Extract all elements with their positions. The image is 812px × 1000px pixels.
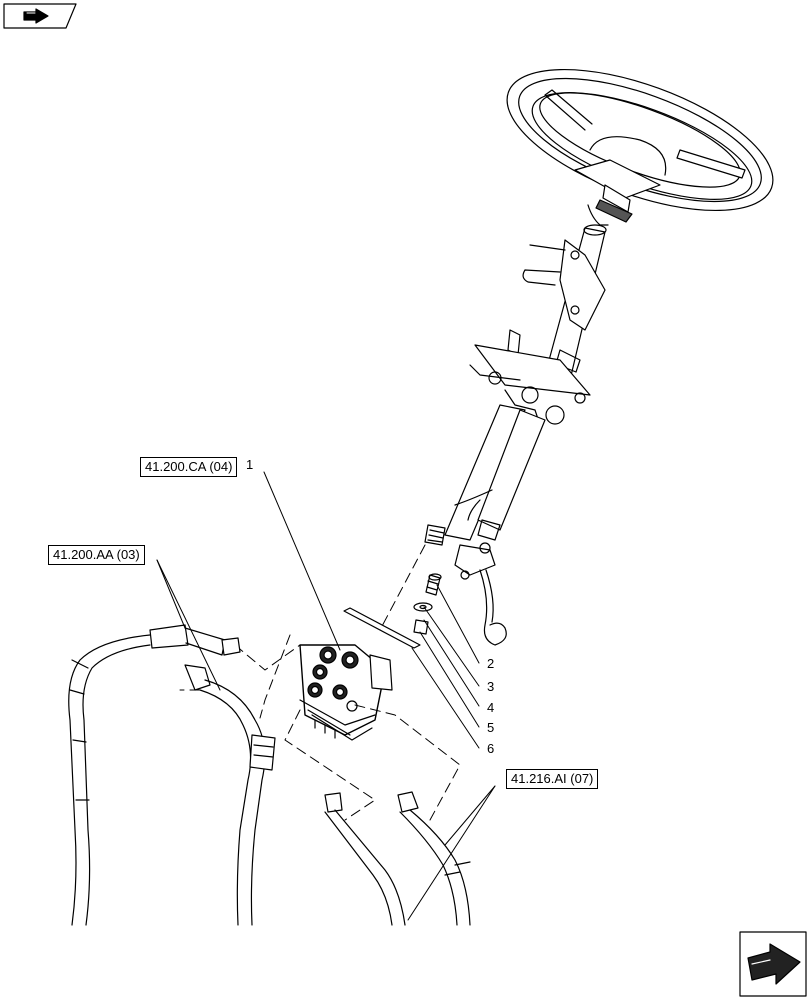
pressure-hose-a — [68, 624, 241, 926]
steering-control-unit — [299, 644, 393, 741]
pressure-hose-b — [184, 664, 276, 926]
bolt — [425, 573, 442, 596]
reference-41-200-ca[interactable]: 41.200.CA (04) — [140, 457, 238, 477]
previous-page-icon[interactable] — [3, 3, 77, 29]
spacer — [413, 619, 429, 635]
callout-5: 5 — [487, 720, 495, 735]
washer — [413, 602, 433, 612]
return-hose — [454, 542, 507, 646]
callout-2: 2 — [487, 656, 495, 671]
leader-lines — [156, 471, 496, 921]
callout-1: 1 — [246, 457, 254, 472]
callout-6: 6 — [487, 741, 495, 756]
steering-column — [424, 224, 607, 546]
callout-3: 3 — [487, 679, 495, 694]
callout-4: 4 — [487, 700, 495, 715]
next-page-icon[interactable] — [739, 931, 807, 997]
lower-hoses — [324, 791, 471, 926]
reference-41-200-aa[interactable]: 41.200.AA (03) — [48, 545, 145, 565]
gasket-plate — [343, 607, 421, 649]
reference-41-216-ai[interactable]: 41.216.AI (07) — [506, 769, 599, 789]
steering-wheel — [506, 68, 774, 226]
